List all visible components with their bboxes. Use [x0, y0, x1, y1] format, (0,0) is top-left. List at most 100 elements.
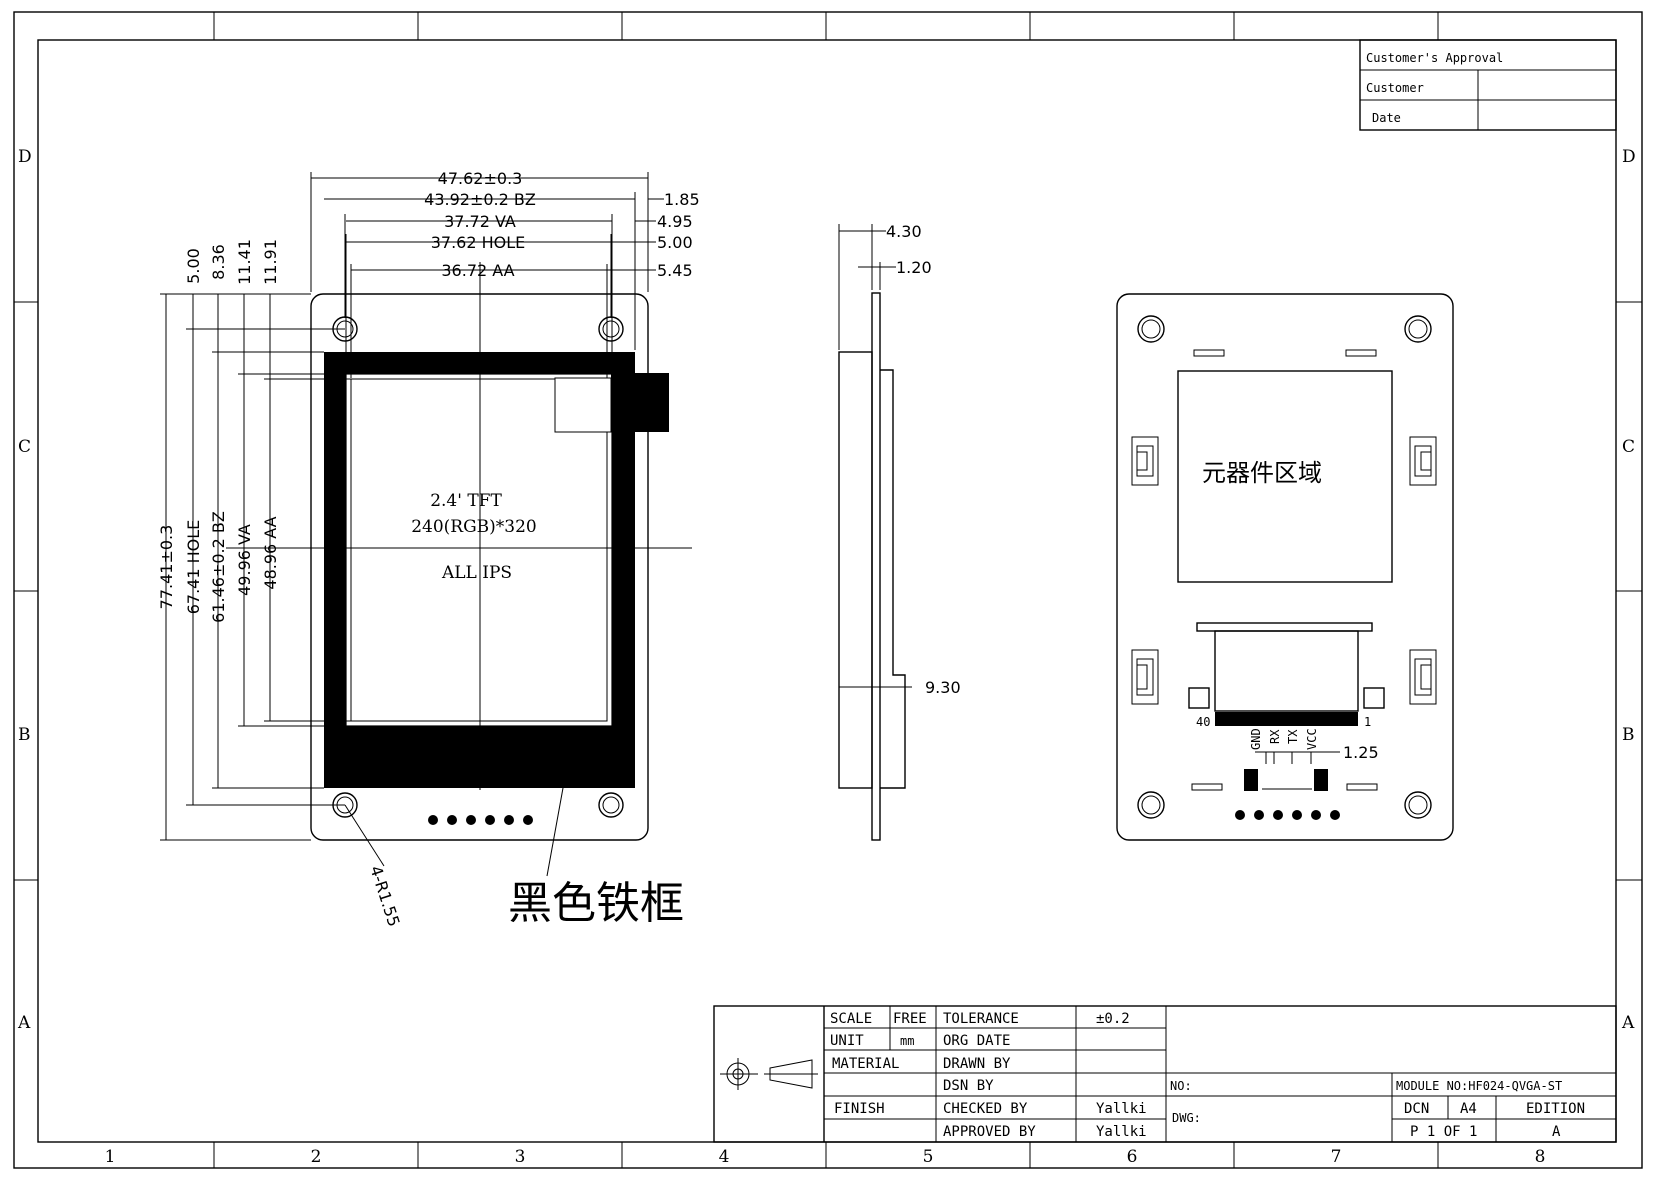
dim-bezel-width: 43.92±0.2 BZ [424, 190, 536, 209]
approved-by-value: Yallki [1096, 1124, 1147, 1140]
dim-va-width: 37.72 VA [444, 212, 516, 231]
row-label-c: C [18, 437, 31, 457]
dim-offset-2: 8.36 [209, 244, 228, 280]
pad-top-right [1345, 349, 1377, 357]
black-iron-frame-note: 黑色铁框 [508, 878, 684, 929]
pad-black-left [1244, 769, 1258, 791]
side-pcb [871, 292, 881, 841]
signal-gnd: GND [1249, 728, 1263, 750]
col-label-6: 6 [1127, 1147, 1138, 1167]
title-block: SCALE FREE TOLERANCE ±0.2 UNIT mm ORG DA… [713, 1005, 1617, 1143]
signal-vcc: VCC [1305, 728, 1319, 750]
side-view: 4.30 1.20 9.30 [838, 222, 961, 841]
hole-radius-note: 4-R1.55 [366, 863, 403, 929]
row-label-d: D [18, 147, 32, 167]
org-date-label: ORG DATE [943, 1033, 1010, 1049]
approval-customer-label: Customer [1366, 81, 1424, 95]
mount-hole-br [598, 792, 624, 818]
component-area [1177, 370, 1393, 583]
pin-40-label: 40 [1196, 715, 1210, 729]
dim-hole-width: 37.62 HOLE [431, 233, 526, 252]
signal-tx: TX [1286, 729, 1300, 744]
dim-aa-width: 36.72 AA [441, 261, 514, 280]
drawn-by-label: DRAWN BY [943, 1056, 1011, 1072]
fpc-pad-right [1363, 687, 1385, 709]
screen-size-label: 2.4' TFT [430, 491, 502, 511]
row-label-a-right: A [1621, 1013, 1635, 1033]
unit-label: UNIT [830, 1033, 864, 1049]
no-label: NO: [1170, 1079, 1192, 1093]
projection-symbol [720, 1058, 818, 1090]
dcn-label: DCN [1404, 1101, 1429, 1117]
pad-black-right [1314, 769, 1328, 791]
back-hole-br-inner [1408, 795, 1428, 815]
dim-board-width: 47.62±0.3 [438, 169, 523, 188]
approval-date-label: Date [1372, 111, 1401, 125]
back-hole-bl-inner [1141, 795, 1161, 815]
frame-leader [546, 787, 564, 877]
pad-bottom-right [1346, 783, 1378, 791]
scale-value: FREE [893, 1011, 927, 1027]
checked-by-label: CHECKED BY [943, 1101, 1028, 1117]
dim-right-3: 5.00 [657, 233, 693, 252]
dwg-label: DWG: [1172, 1111, 1201, 1125]
fpc-pad-left [1188, 687, 1210, 709]
pad-bottom-left [1191, 783, 1223, 791]
dim-bezel-height: 61.46±0.2 BZ [209, 511, 228, 623]
dim-va-height: 49.96 VA [235, 524, 254, 596]
screen-resolution-label: 240(RGB)*320 [411, 517, 537, 537]
top-dimension-lines [310, 172, 664, 378]
dim-right-2: 4.95 [657, 212, 693, 231]
side-clips [1131, 436, 1437, 705]
back-hole-br [1404, 791, 1432, 819]
dim-aa-height: 48.96 AA [261, 516, 280, 589]
approved-by-label: APPROVED BY [943, 1124, 1036, 1140]
zone-ticks [14, 12, 1642, 1168]
tolerance-label: TOLERANCE [943, 1011, 1019, 1027]
hole-leader [344, 804, 385, 867]
scale-label: SCALE [830, 1011, 872, 1027]
edition-label: EDITION [1526, 1101, 1585, 1117]
size-value: A4 [1460, 1101, 1477, 1117]
fpc-connector-body [1214, 630, 1359, 712]
pin-1-label: 1 [1364, 715, 1371, 729]
dim-hole-height: 67.41 HOLE [184, 520, 203, 615]
dsn-by-label: DSN BY [943, 1078, 994, 1094]
col-label-2: 2 [311, 1147, 322, 1167]
dim-board-height: 77.41±0.3 [157, 525, 176, 610]
side-dim-thickness: 4.30 [886, 222, 922, 241]
outer-frame [13, 11, 1643, 1169]
col-label-5: 5 [923, 1147, 934, 1167]
row-label-b: B [18, 725, 31, 745]
back-hole-bl [1137, 791, 1165, 819]
tolerance-value: ±0.2 [1096, 1011, 1130, 1027]
back-hole-tl-inner [1141, 319, 1161, 339]
module-no: MODULE NO:HF024-QVGA-ST [1396, 1079, 1562, 1093]
row-label-d-right: D [1622, 147, 1636, 167]
fpc-window [554, 377, 612, 433]
col-label-3: 3 [515, 1147, 526, 1167]
row-label-c-right: C [1622, 437, 1635, 457]
side-dimension-lines [838, 224, 912, 688]
back-hole-tr-inner [1408, 319, 1428, 339]
col-label-1: 1 [105, 1147, 116, 1167]
material-label: MATERIAL [832, 1056, 899, 1072]
fpc-connector-top [1196, 622, 1373, 632]
mount-hole-br-inner [602, 796, 620, 814]
edition-value: A [1552, 1124, 1561, 1140]
fpc-tab [611, 373, 669, 432]
finish-label: FINISH [834, 1101, 885, 1117]
side-bezel [838, 351, 873, 789]
pad-top-left [1193, 349, 1225, 357]
back-hole-tl [1137, 315, 1165, 343]
approval-box: Customer's Approval Customer Date [1359, 39, 1617, 131]
checked-by-value: Yallki [1096, 1101, 1147, 1117]
uart-pads [1255, 751, 1340, 764]
back-pcb-outline [1116, 293, 1454, 841]
mount-hole-tr-inner [602, 320, 620, 338]
page-label: P 1 OF 1 [1410, 1124, 1477, 1140]
dim-right-1: 1.85 [664, 190, 700, 209]
dim-offset-3: 11.41 [235, 239, 254, 285]
left-dimension-lines [160, 293, 351, 841]
component-area-label: 元器件区域 [1202, 459, 1322, 487]
